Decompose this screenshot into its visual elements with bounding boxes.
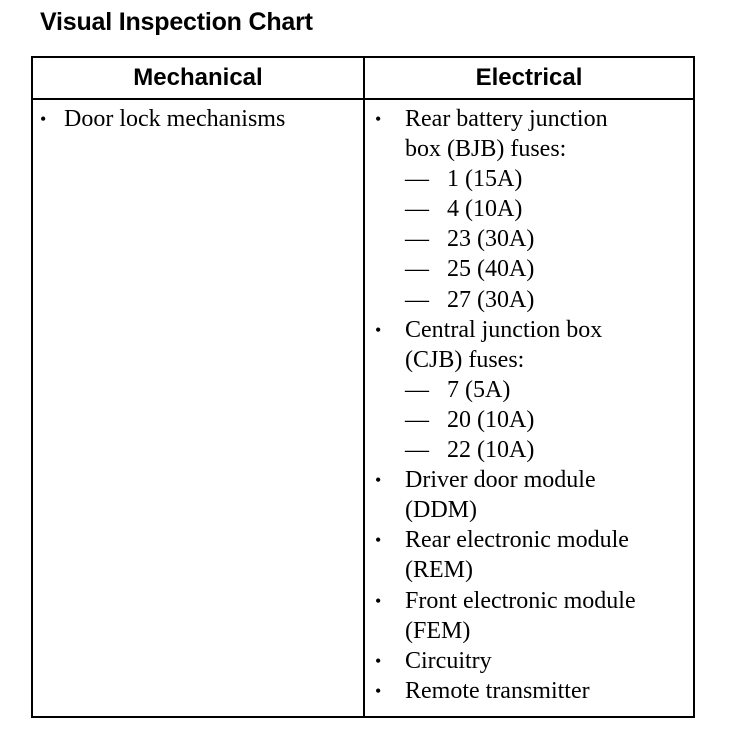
bullet-icon: • [375,470,382,491]
list-item: • Central junction box (CJB) fuses: — 7 (… [365,315,693,465]
sub-item: — 23 (30A) [405,224,693,254]
item-text: Central junction box [405,316,603,343]
item-text: box (BJB) fuses: [405,136,567,163]
table-header-row: Mechanical Electrical [33,58,693,100]
list-item: • Rear electronic module (REM) [365,525,693,585]
dash-icon: — [405,196,429,223]
item-text: Remote transmitter [405,677,590,704]
item-text: (REM) [405,557,473,584]
sub-item: — 1 (15A) [405,164,693,194]
sub-item-text: 4 (10A) [447,196,523,223]
dash-icon: — [405,406,429,433]
item-text: Rear electronic module [405,527,629,554]
header-mechanical: Mechanical [133,64,263,91]
sub-item-text: 22 (10A) [447,437,535,464]
sub-item: — 7 (5A) [405,375,693,405]
sub-item: — 25 (40A) [405,254,693,284]
electrical-column: • Rear battery junction box (BJB) fuses:… [365,104,693,706]
item-text: (CJB) fuses: [405,346,525,373]
list-item: • Remote transmitter [365,676,693,706]
page-title: Visual Inspection Chart [40,8,313,36]
sub-item: — 27 (30A) [405,285,693,315]
sub-item-text: 25 (40A) [447,256,535,283]
sub-item-text: 20 (10A) [447,406,535,433]
dash-icon: — [405,166,429,193]
dash-icon: — [405,226,429,253]
list-item: • Door lock mechanisms [33,104,363,134]
item-text: (FEM) [405,617,471,644]
list-item: • Rear battery junction box (BJB) fuses:… [365,104,693,315]
sub-item: — 20 (10A) [405,405,693,435]
dash-icon: — [405,376,429,403]
list-item: • Circuitry [365,646,693,676]
item-text: (DDM) [405,497,477,524]
list-item: • Front electronic module (FEM) [365,586,693,646]
sub-item-text: 27 (30A) [447,286,535,313]
bullet-icon: • [375,530,382,551]
item-text: Door lock mechanisms [64,106,286,132]
column-divider [363,58,365,716]
header-electrical: Electrical [475,64,583,91]
bullet-icon: • [375,590,382,611]
bullet-icon: • [375,109,382,129]
sub-item-text: 23 (30A) [447,226,535,253]
dash-icon: — [405,437,429,464]
sub-item-text: 7 (5A) [447,376,511,403]
item-text: Circuitry [405,647,492,674]
bullet-icon: • [40,109,47,129]
sub-item-text: 1 (15A) [447,166,523,193]
bullet-icon: • [375,680,382,701]
dash-icon: — [405,256,429,283]
item-text: Front electronic module [405,587,636,614]
sub-item: — 22 (10A) [405,435,693,465]
item-text: Driver door module [405,467,596,494]
mechanical-column: • Door lock mechanisms [33,104,363,134]
bullet-icon: • [375,650,382,671]
sub-item: — 4 (10A) [405,194,693,224]
dash-icon: — [405,286,429,313]
item-text: Rear battery junction [405,106,608,132]
inspection-table: Mechanical Electrical • Door lock mechan… [31,56,695,718]
bullet-icon: • [375,319,382,340]
list-item: • Driver door module (DDM) [365,465,693,525]
